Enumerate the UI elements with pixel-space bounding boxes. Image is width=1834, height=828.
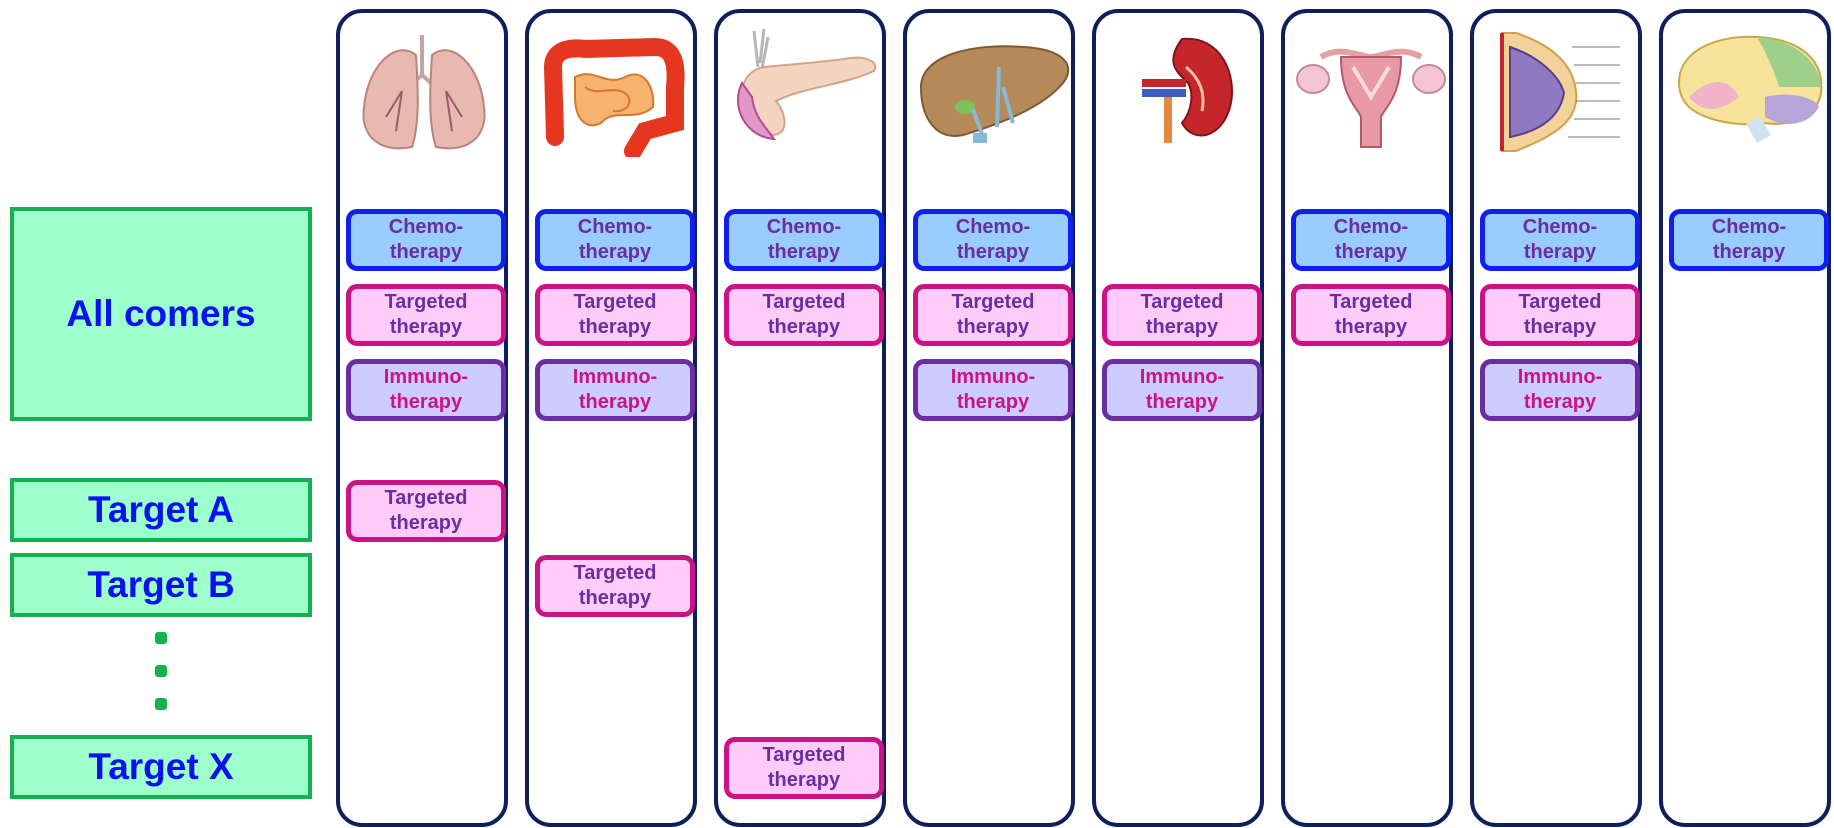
brain-icon (1669, 27, 1829, 157)
chemotherapy-box: Chemo-therapy (1291, 209, 1451, 271)
therapy-line: therapy (573, 390, 657, 415)
therapy-line: Targeted (1141, 290, 1224, 315)
therapy-line: Targeted (763, 290, 846, 315)
therapy-line: therapy (1140, 390, 1224, 415)
chemotherapy-box: Chemo-therapy (535, 209, 695, 271)
therapy-line: Targeted (1519, 290, 1602, 315)
therapy-line: Targeted (574, 561, 657, 586)
therapy-line: Chemo- (578, 215, 652, 240)
therapy-line: Chemo- (956, 215, 1030, 240)
therapy-line: therapy (952, 315, 1035, 340)
therapy-line: therapy (1518, 390, 1602, 415)
uterus-icon (1291, 27, 1451, 157)
therapy-line: Targeted (385, 290, 468, 315)
therapy-line: therapy (956, 240, 1030, 265)
therapy-line: Immuno- (384, 365, 468, 390)
row-label-target-b: Target B (10, 553, 312, 617)
therapy-line: therapy (574, 315, 657, 340)
liver-icon (913, 27, 1073, 157)
therapy-line: therapy (385, 511, 468, 536)
chemotherapy-box: Chemo-therapy (1480, 209, 1640, 271)
therapy-line: Immuno- (951, 365, 1035, 390)
therapy-line: Chemo- (1334, 215, 1408, 240)
pancreas-icon (724, 27, 884, 157)
chemotherapy-box: Chemo-therapy (346, 209, 506, 271)
therapy-line: therapy (1519, 315, 1602, 340)
therapy-line: Chemo- (389, 215, 463, 240)
therapy-line: Immuno- (1518, 365, 1602, 390)
therapy-line: therapy (767, 240, 841, 265)
chemotherapy-box: Chemo-therapy (913, 209, 1073, 271)
therapy-line: Targeted (574, 290, 657, 315)
immunotherapy-box: Immuno-therapy (1480, 359, 1640, 421)
therapy-line: Immuno- (573, 365, 657, 390)
therapy-line: Chemo- (767, 215, 841, 240)
ellipsis-dot (155, 698, 167, 710)
chemotherapy-box: Chemo-therapy (1669, 209, 1829, 271)
row-label-target-a: Target A (10, 478, 312, 542)
therapy-line: Targeted (763, 743, 846, 768)
therapy-line: Targeted (1330, 290, 1413, 315)
ellipsis-dot (155, 665, 167, 677)
row-label-target-x-text: Target X (88, 746, 233, 788)
therapy-line: therapy (1330, 315, 1413, 340)
therapy-line: therapy (385, 315, 468, 340)
therapy-line: therapy (763, 315, 846, 340)
therapy-line: therapy (578, 240, 652, 265)
therapy-line: Targeted (952, 290, 1035, 315)
immunotherapy-box: Immuno-therapy (913, 359, 1073, 421)
therapy-line: therapy (1141, 315, 1224, 340)
immunotherapy-box: Immuno-therapy (535, 359, 695, 421)
breast-icon (1480, 27, 1640, 157)
lungs-icon (346, 27, 506, 157)
kidney-icon (1102, 27, 1262, 157)
therapy-line: Immuno- (1140, 365, 1224, 390)
ellipsis-dot (155, 632, 167, 644)
therapy-line: therapy (384, 390, 468, 415)
row-label-all-comers: All comers (10, 207, 312, 421)
immunotherapy-box: Immuno-therapy (346, 359, 506, 421)
therapy-line: therapy (763, 768, 846, 793)
chemotherapy-box: Chemo-therapy (724, 209, 884, 271)
colon-icon (535, 27, 695, 157)
therapy-line: therapy (1334, 240, 1408, 265)
therapy-line: therapy (951, 390, 1035, 415)
therapy-line: therapy (1712, 240, 1786, 265)
therapy-line: therapy (574, 586, 657, 611)
therapy-line: Targeted (385, 486, 468, 511)
therapy-line: Chemo- (1712, 215, 1786, 240)
therapy-line: therapy (389, 240, 463, 265)
row-label-target-b-text: Target B (87, 564, 234, 606)
therapy-line: Chemo- (1523, 215, 1597, 240)
row-label-target-x: Target X (10, 735, 312, 799)
cancer-column-brain: Chemo-therapy (1659, 9, 1831, 827)
immunotherapy-box: Immuno-therapy (1102, 359, 1262, 421)
therapy-line: therapy (1523, 240, 1597, 265)
row-label-target-a-text: Target A (88, 489, 234, 531)
row-label-all-comers-text: All comers (66, 293, 255, 335)
